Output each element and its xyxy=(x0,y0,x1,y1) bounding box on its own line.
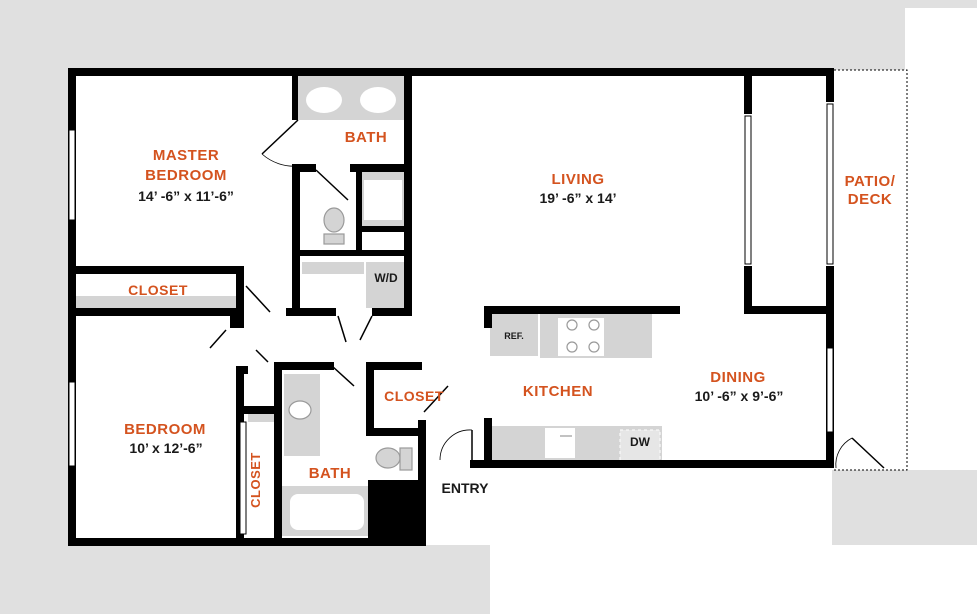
living-dims: 19’ -6” x 14’ xyxy=(539,190,617,206)
fixtures xyxy=(72,72,662,536)
bedroom-dims: 10’ x 12’-6” xyxy=(129,440,203,456)
living-label: LIVING xyxy=(551,171,605,188)
patio-outline xyxy=(834,69,908,471)
dining-label: DINING xyxy=(710,369,766,386)
master-toilet xyxy=(323,207,345,233)
doors xyxy=(209,119,885,469)
refrigerator xyxy=(490,314,538,356)
master-closet-label: CLOSET xyxy=(128,282,188,298)
dishwasher xyxy=(619,429,661,463)
dishwasher-label: DW xyxy=(630,435,650,449)
dining-dims: 10’ -6” x 9’-6” xyxy=(694,388,784,404)
laundry-label: W/D xyxy=(374,271,398,285)
patio-label-1: PATIO/ xyxy=(844,173,896,190)
master-bath-label: BATH xyxy=(344,129,388,146)
hall-closet-shelf xyxy=(248,414,276,422)
master-bedroom-name-1: MASTER xyxy=(152,147,220,164)
bedroom-closet-label: CLOSET xyxy=(248,452,263,508)
bedroom-label: BEDROOM xyxy=(124,421,206,438)
master-bedroom-name-2: BEDROOM xyxy=(145,167,227,184)
hall-closet-label: CLOSET xyxy=(384,388,444,404)
laundry-unit xyxy=(366,262,406,308)
patio-label-2: DECK xyxy=(847,191,893,208)
fixture-details xyxy=(288,207,600,471)
windows xyxy=(68,103,834,535)
hall-bath-label: BATH xyxy=(308,465,352,482)
hall-toilet xyxy=(375,447,401,469)
master-bedroom-dims: 14’ -6” x 11’-6” xyxy=(138,188,234,204)
refrigerator-label: REF. xyxy=(504,331,524,341)
entry-label: ENTRY xyxy=(441,480,489,496)
master-closet-shelf xyxy=(72,296,238,308)
kitchen-label: KITCHEN xyxy=(522,383,594,400)
